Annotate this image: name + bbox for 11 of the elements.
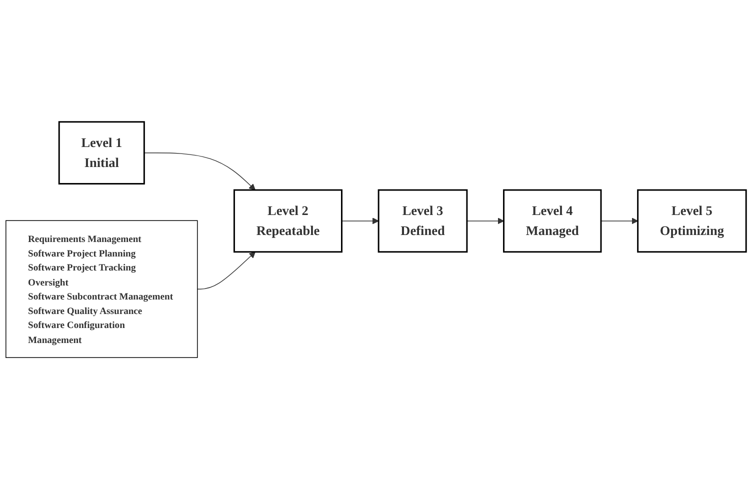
node-box: Level 5 Optimizing xyxy=(637,189,747,252)
node-box: Level 4 Managed xyxy=(503,189,602,252)
node-box: Level 3 Defined xyxy=(378,189,468,252)
arrow xyxy=(341,217,379,224)
arrow xyxy=(466,217,504,224)
arrow xyxy=(600,217,638,224)
arrow xyxy=(197,251,256,290)
arrow xyxy=(144,152,256,190)
node-box: Requirements Management Software Project Planning Software Project Tracking Oversight Software Subcontract Management Software Quality Assurance Software Configuration Management xyxy=(6,220,198,358)
node-box: Level 1 Initial xyxy=(58,120,145,184)
node-box: Level 2 Repeatable xyxy=(233,189,342,252)
